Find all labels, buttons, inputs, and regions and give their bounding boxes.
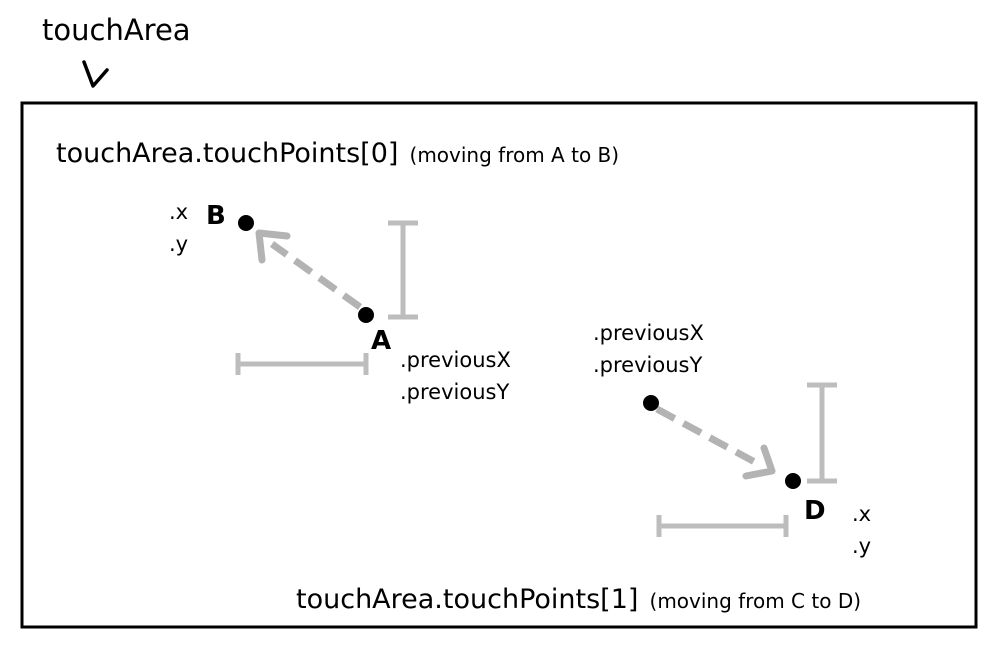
point-b: [238, 215, 254, 231]
point-b-letter: B: [206, 201, 226, 231]
point-b-x-label: .x: [169, 200, 189, 224]
touch-point-1-heading-group: touchArea.touchPoints[1] (moving from C …: [296, 586, 861, 613]
arrow-head-b-icon: [255, 229, 291, 264]
pointer-arrow-icon: [82, 60, 109, 88]
touch-point-0-heading: touchArea.touchPoints[0]: [56, 138, 399, 169]
touch-point-1-note: (moving from C to D): [649, 589, 862, 613]
motion-arrow-a-to-b: [269, 241, 363, 310]
point-d: [785, 473, 801, 489]
point-d-y-label: .y: [852, 534, 872, 558]
point-d-x-label: .x: [852, 502, 872, 526]
touch-point-0-note: (moving from A to B): [409, 143, 620, 167]
touch-area-label: touchArea: [42, 13, 191, 47]
motion-arrow-c-to-d: [655, 405, 764, 470]
touch-point-1-heading: touchArea.touchPoints[1]: [296, 584, 639, 615]
point-a-previous-y-label: .previousY: [400, 380, 510, 404]
touch-area-frame: [20, 101, 978, 629]
delta-x-bracket-0: [235, 353, 369, 375]
delta-x-bracket-1: [656, 515, 789, 537]
point-a: [358, 307, 374, 323]
point-c-previous-x-label: .previousX: [593, 321, 704, 345]
point-d-letter: D: [804, 496, 826, 526]
touch-point-0-heading-group: touchArea.touchPoints[0] (moving from A …: [56, 140, 619, 167]
point-a-letter: A: [371, 326, 392, 356]
point-b-y-label: .y: [169, 232, 189, 256]
delta-y-bracket-1: [807, 382, 837, 484]
arrow-head-d-icon: [742, 444, 776, 480]
delta-y-bracket-0: [388, 220, 418, 320]
point-a-previous-x-label: .previousX: [400, 348, 511, 372]
point-c: [643, 395, 659, 411]
point-c-previous-y-label: .previousY: [593, 353, 703, 377]
